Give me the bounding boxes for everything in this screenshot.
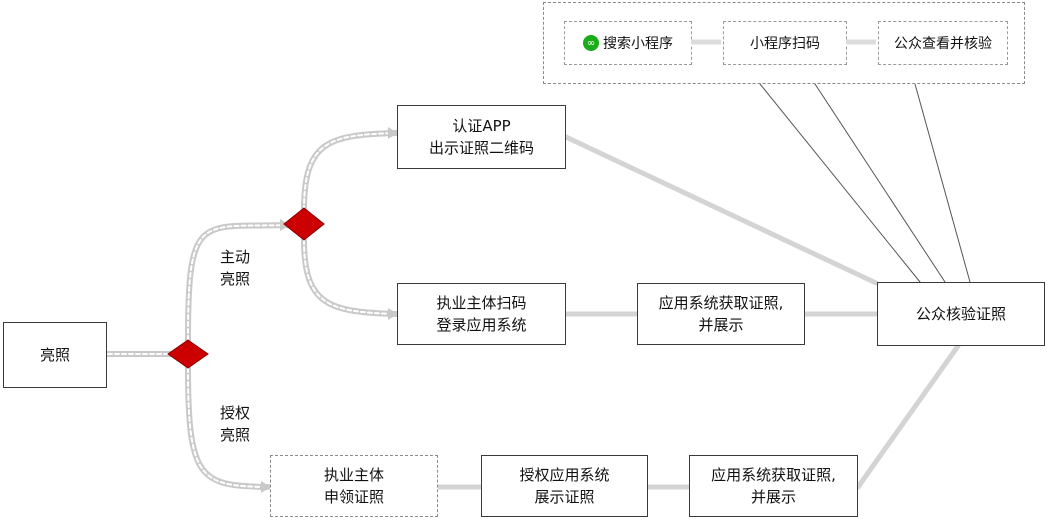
node-claim: 执业主体 申领证照 [270,455,438,517]
panel-arrows [691,39,876,45]
step-public-verify: 公众查看并核验 [878,21,1008,65]
node-fetch-2-line1: 应用系统获取证照, [711,466,836,484]
verification-steps-panel: ∞ 搜索小程序 小程序扫码 公众查看并核验 [543,2,1025,84]
decision-diamond-2 [283,207,325,241]
step-search-mini-program: ∞ 搜索小程序 [564,21,692,65]
callout-line-right [914,83,971,283]
node-app: 认证APP 出示证照二维码 [397,105,566,169]
label-granted: 授权 亮照 [220,402,250,446]
step-scan-mini-program: 小程序扫码 [723,21,847,65]
callout-line-left [759,83,921,283]
node-liangzhao-label: 亮照 [39,346,70,364]
mini-program-icon: ∞ [583,35,599,51]
arrowhead-claim [261,481,271,493]
step-1-label: 搜索小程序 [603,36,673,52]
node-fetch-1-line2: 并展示 [698,316,744,334]
node-app-line1: 认证APP [452,117,511,135]
step-3-label: 公众查看并核验 [894,36,992,52]
node-fetch-1-line1: 应用系统获取证照, [658,294,784,312]
node-scan-line1: 执业主体扫码 [436,294,527,312]
label-active-line1: 主动 [220,248,251,266]
label-granted-line1: 授权 [220,404,251,422]
node-scan: 执业主体扫码 登录应用系统 [397,283,566,345]
node-auth: 授权应用系统 展示证照 [481,455,648,517]
label-granted-line2: 亮照 [220,426,251,444]
node-auth-line1: 授权应用系统 [519,466,610,484]
node-fetch-2: 应用系统获取证照, 并展示 [689,455,858,517]
node-claim-line1: 执业主体 [323,466,384,484]
decision-diamond-1 [167,339,209,369]
edge-fetch2-to-verify [855,343,961,490]
edge-decision2-to-app [301,130,399,213]
step-2-label: 小程序扫码 [750,36,820,52]
node-auth-line2: 展示证照 [534,488,595,506]
callout-line-mid [814,83,946,283]
node-app-line2: 出示证照二维码 [428,139,534,157]
arrowhead-scan [388,308,398,320]
arrowhead-app [388,127,398,139]
node-scan-line2: 登录应用系统 [436,316,527,334]
label-active: 主动 亮照 [220,246,250,290]
node-claim-line2: 申领证照 [323,488,384,506]
node-fetch-2-line2: 并展示 [750,488,796,506]
label-active-line2: 亮照 [220,270,251,288]
node-verify: 公众核验证照 [877,282,1045,346]
node-fetch-1: 应用系统获取证照, 并展示 [637,283,805,345]
node-liangzhao: 亮照 [3,322,107,388]
node-verify-label: 公众核验证照 [915,305,1006,323]
edge-decision2-to-scan [301,237,399,317]
edge-app-to-verify [563,134,879,286]
